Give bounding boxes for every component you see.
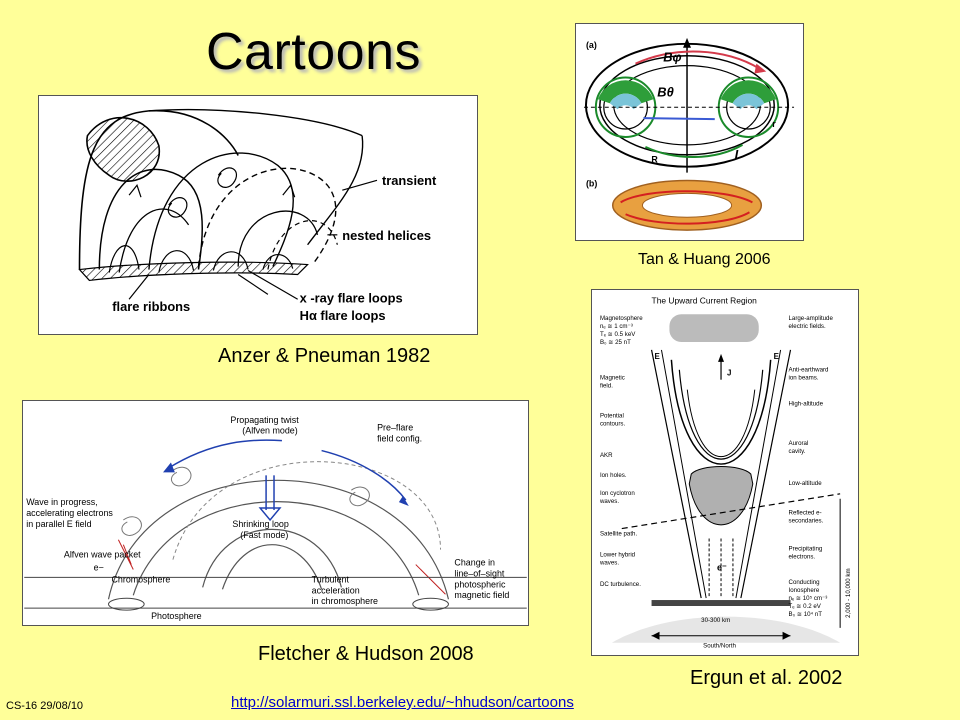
anzer-pneuman-diagram: transient nested helices flare ribbons x…: [78, 108, 437, 323]
label-fast-mode: (Fast mode): [240, 530, 288, 540]
label-secondaries: secondaries.: [789, 518, 824, 525]
label-ion-cyclotron-waves: waves.: [599, 498, 619, 505]
label-precipitating: Precipitating: [789, 545, 823, 552]
label-south-north: South/North: [703, 643, 736, 650]
label-accelerating-electrons: accelerating electrons: [26, 508, 113, 518]
label-flare-ribbons: flare ribbons: [112, 299, 190, 314]
label-field-config: field config.: [377, 434, 422, 444]
label-propagating-twist: Propagating twist: [230, 415, 299, 425]
label-ion-holes: Ion holes.: [600, 472, 627, 479]
label-ne1: nₑ ≅ 1 cm⁻³: [600, 323, 633, 330]
label-akr: AKR: [600, 452, 613, 459]
slide-id: CS-16 29/08/10: [6, 700, 84, 712]
label-electron: e−: [94, 562, 104, 572]
label-in-chromosphere: in chromosphere: [312, 596, 378, 606]
label-magnetic: Magnetic: [600, 375, 625, 382]
label-preflare: Pre–flare: [377, 423, 413, 433]
label-reflected: Reflected e-: [789, 510, 822, 517]
label-dc-turbulence: DC turbulence.: [600, 581, 641, 588]
label-transient: transient: [382, 173, 437, 188]
label-ion-beams: ion beams.: [789, 375, 819, 382]
label-shrinking-loop: Shrinking loop: [232, 519, 288, 529]
ergun-diagram: The Upward Current Region Magnetosphere …: [599, 295, 852, 650]
label-electrons: electrons.: [789, 553, 816, 560]
label-xray-loops: x -ray flare loops: [300, 290, 403, 305]
label-acceleration: acceleration: [312, 585, 360, 595]
label-r: r: [772, 119, 776, 129]
label-halpha-loops: Hα flare loops: [300, 308, 386, 323]
label-wave-in-progress: Wave in progress,: [26, 497, 97, 507]
label-alfven-mode: (Alfven mode): [242, 426, 297, 436]
slide-title: Cartoons: [206, 23, 421, 81]
label-high-altitude: High-altitude: [789, 401, 824, 408]
caption-tan-huang: Tan & Huang 2006: [638, 251, 771, 268]
label-b02: B₀ ≅ 10⁴ nT: [789, 611, 823, 618]
caption-anzer-pneuman: Anzer & Pneuman 1982: [218, 345, 431, 367]
label-j: J: [727, 369, 731, 378]
fletcher-hudson-diagram: Propagating twist (Alfven mode) Pre–flar…: [24, 415, 527, 621]
ergun-title: The Upward Current Region: [652, 295, 758, 305]
label-nested-helices: nested helices: [342, 228, 431, 243]
label-turbulent: Turbulent: [312, 574, 350, 584]
label-chromosphere: Chromosphere: [111, 574, 170, 584]
label-ne2: nₑ ≅ 10⁵ cm⁻³: [789, 595, 828, 602]
label-photospheric: photospheric: [454, 579, 506, 589]
label-te1: Tₑ ≅ 0.5 keV: [600, 331, 636, 338]
label-contours: contours.: [600, 420, 626, 427]
label-parallel-e-field: in parallel E field: [26, 519, 91, 529]
tan-huang-diagram: (a) Bφ Bθ r R I (b): [583, 37, 795, 231]
source-link[interactable]: http://solarmuri.ssl.berkeley.edu/~hhuds…: [231, 694, 574, 711]
label-anti-earthward: Anti-earthward: [789, 367, 830, 374]
caption-fletcher-hudson: Fletcher & Hudson 2008: [258, 643, 474, 665]
label-btheta: Bθ: [657, 84, 673, 99]
label-R: R: [651, 155, 658, 165]
label-large-amplitude: Large-amplitude: [789, 315, 834, 322]
label-line-of-sight: line–of–sight: [454, 568, 505, 578]
label-satellite-path: Satellite path.: [600, 531, 638, 538]
label-b01: B₀ ≅ 25 nT: [600, 339, 631, 346]
label-photosphere: Photosphere: [151, 611, 202, 621]
label-te2: Tₑ ≅ 0.2 eV: [789, 603, 822, 610]
label-range: 30-300 km: [701, 617, 730, 624]
caption-ergun: Ergun et al. 2002: [690, 667, 843, 689]
tan-huang-figure: (a) Bφ Bθ r R I (b): [575, 23, 804, 241]
label-b: (b): [586, 178, 597, 188]
label-eminus: e⁻: [717, 562, 727, 572]
label-ionosphere: Ionosphere: [789, 587, 820, 594]
label-I: I: [735, 147, 739, 162]
label-field: field.: [600, 383, 613, 390]
label-conducting: Conducting: [789, 579, 821, 586]
label-altitude: 2,000 - 10,000 km: [845, 568, 852, 618]
label-ion-cyclotron: Ion cyclotron: [600, 490, 635, 497]
label-bphi: Bφ: [663, 50, 681, 65]
label-magnetic-field: magnetic field: [454, 590, 509, 600]
label-alfven-wave-packet: Alfven wave packet: [64, 550, 141, 560]
anzer-pneuman-figure: transient nested helices flare ribbons x…: [38, 95, 478, 335]
label-auroral: Auroral: [789, 440, 809, 447]
label-change-in: Change in: [454, 558, 495, 568]
label-magnetosphere: Magnetosphere: [600, 315, 643, 322]
label-electric-fields: electric fields.: [789, 323, 826, 330]
label-a: (a): [586, 40, 597, 50]
label-eobs-left: E: [655, 352, 660, 361]
label-lower-hybrid: Lower hybrid: [600, 551, 636, 558]
label-low-altitude: Low-altitude: [789, 480, 823, 487]
label-potential: Potential: [600, 412, 624, 419]
label-lower-hybrid-waves: waves.: [599, 559, 619, 566]
fletcher-hudson-figure: Propagating twist (Alfven mode) Pre–flar…: [22, 400, 529, 626]
label-cavity: cavity.: [789, 448, 806, 455]
label-eobs-right: E: [774, 352, 779, 361]
ergun-figure: The Upward Current Region Magnetosphere …: [591, 289, 859, 656]
